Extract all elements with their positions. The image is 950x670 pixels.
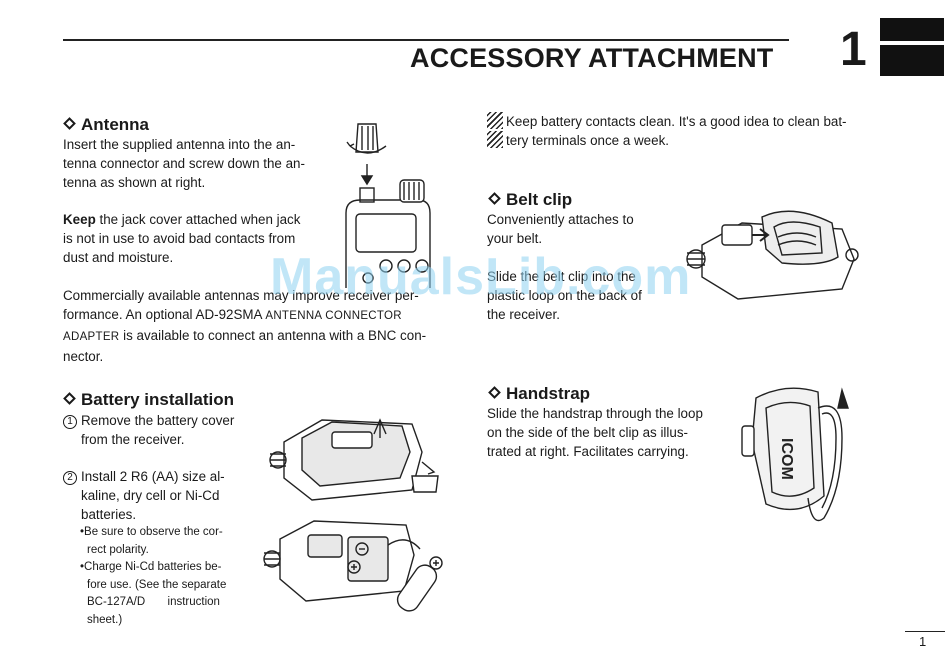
page-number: 1 <box>919 634 927 649</box>
antenna-instructions: Insert the supplied antenna into the an-… <box>63 137 305 190</box>
diamond-icon <box>63 392 76 405</box>
icom-logo: ICOM <box>778 438 795 480</box>
contacts-note: Keep battery contacts clean. It's a good… <box>487 112 887 150</box>
antenna-illustration <box>345 123 431 288</box>
header-rule <box>63 39 789 41</box>
hatch-icon <box>487 131 503 148</box>
handstrap-instructions: Slide the handstrap through the loop on … <box>487 406 703 459</box>
step-number-badge: 2 <box>63 471 77 485</box>
diamond-icon <box>488 386 501 399</box>
diamond-icon <box>488 192 501 205</box>
hatch-icon <box>487 112 503 129</box>
antenna-heading: Antenna <box>62 115 149 135</box>
battery-insert-illustration <box>263 520 443 612</box>
battery-cover-illustration <box>269 418 439 501</box>
antenna-commercial-note: Commercially available antennas may impr… <box>63 288 427 364</box>
battery-notes: •Be sure to observe the cor- rect polari… <box>80 526 227 626</box>
footer-rule <box>905 631 945 632</box>
handstrap-illustration: ICOM <box>741 387 849 522</box>
page-title: ACCESSORY ATTACHMENT <box>410 43 774 73</box>
handstrap-heading: Handstrap <box>487 384 590 404</box>
watermark: ManualsLib.com <box>270 248 692 306</box>
belt-clip-instructions: Conveniently attaches to your belt. Slid… <box>487 212 642 322</box>
diamond-icon <box>63 117 76 130</box>
belt-clip-illustration <box>686 210 859 300</box>
belt-clip-heading: Belt clip <box>487 190 572 210</box>
chapter-number: 1 <box>840 23 867 76</box>
chapter-tab-marker <box>880 18 944 76</box>
antenna-keep-note: Keep the jack cover attached when jack i… <box>63 212 301 265</box>
battery-heading: Battery installation <box>62 390 234 410</box>
step-number-badge: 1 <box>63 415 77 429</box>
